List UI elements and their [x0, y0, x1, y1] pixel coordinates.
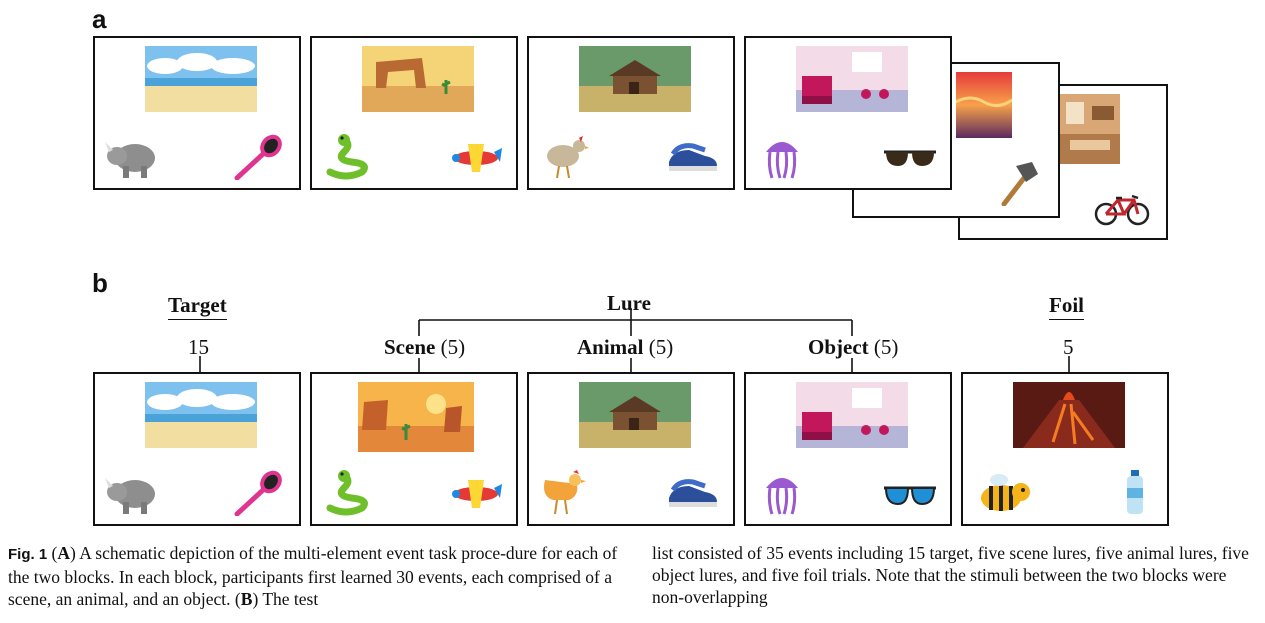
caption-part-2: ) A schematic depiction of the multi-ele…: [8, 543, 618, 609]
panel-b-card-scene-lure: [310, 372, 518, 526]
farm-barn-scene: [579, 46, 691, 112]
animal-label: Animal: [577, 335, 644, 359]
foil-label: Foil: [1049, 293, 1084, 320]
hammer-icon: [1001, 162, 1038, 206]
rooster-icon: [544, 470, 586, 515]
object-lure-header: Object (5): [808, 335, 898, 360]
foil-count: 5: [1063, 335, 1074, 359]
hairbrush-icon: [234, 470, 282, 516]
panel-a-label: a: [92, 4, 107, 34]
figure-caption-right: list consisted of 35 events including 15…: [652, 543, 1249, 607]
snake-icon: [326, 470, 368, 516]
caption-panel-ref-a: A: [57, 543, 71, 563]
panel-a-card-4: [744, 36, 952, 190]
kitchen-scene: [1060, 94, 1120, 164]
volcano-scene: [1013, 382, 1125, 448]
beach-scene: [145, 382, 257, 448]
scene-count: (5): [440, 335, 466, 359]
bee-icon: [981, 474, 1030, 511]
chicken-icon: [547, 136, 589, 179]
sunset-scene: [956, 72, 1012, 138]
object-count: (5): [873, 335, 899, 359]
panel-a-card-3: [527, 36, 735, 190]
panel-b-label: b: [92, 268, 108, 298]
target-count: 15: [188, 335, 209, 359]
animal-lure-header: Animal (5): [577, 335, 673, 360]
desert-canyon-scene: [358, 382, 474, 452]
toy-plane-icon: [452, 144, 502, 172]
jellyfish-icon: [766, 142, 798, 179]
beach-scene: [145, 46, 257, 112]
caption-part-1: (: [47, 543, 58, 563]
diner-scene: [796, 46, 908, 112]
rhino-icon: [105, 142, 155, 178]
object-label: Object: [808, 335, 869, 359]
sneakers-icon: [669, 143, 717, 171]
panel-a-card-2: [310, 36, 518, 190]
figure-label: Fig. 1: [8, 546, 48, 563]
target-label: Target: [168, 293, 227, 320]
panel-b-card-foil: [961, 372, 1169, 526]
sunglasses-icon: [884, 150, 936, 166]
desert-arch-scene: [362, 46, 474, 112]
jellyfish-icon: [766, 478, 798, 515]
sneakers-icon: [669, 479, 717, 507]
panel-b-card-object-lure: [744, 372, 952, 526]
lure-label: Lure: [607, 291, 651, 315]
panel-b-card-animal-lure: [527, 372, 735, 526]
caption-panel-ref-b: B: [240, 589, 253, 609]
bicycle-icon: [1094, 194, 1150, 226]
hairbrush-icon: [234, 134, 282, 180]
blue-sunglasses-icon: [884, 486, 936, 506]
snake-icon: [326, 134, 368, 180]
toy-plane-icon: [452, 480, 502, 508]
farm-barn-scene: [579, 382, 691, 448]
scene-lure-header: Scene (5): [384, 335, 465, 360]
figure-caption-left: Fig. 1 (A) A schematic depiction of the …: [8, 542, 622, 610]
diner-scene: [796, 382, 908, 448]
water-bottle-icon: [1127, 470, 1143, 514]
rhino-icon: [105, 478, 155, 514]
animal-count: (5): [648, 335, 674, 359]
panel-b-card-target: [93, 372, 301, 526]
panel-a-card-1: [93, 36, 301, 190]
caption-part-3: ) The test: [252, 589, 319, 609]
scene-label: Scene: [384, 335, 436, 359]
